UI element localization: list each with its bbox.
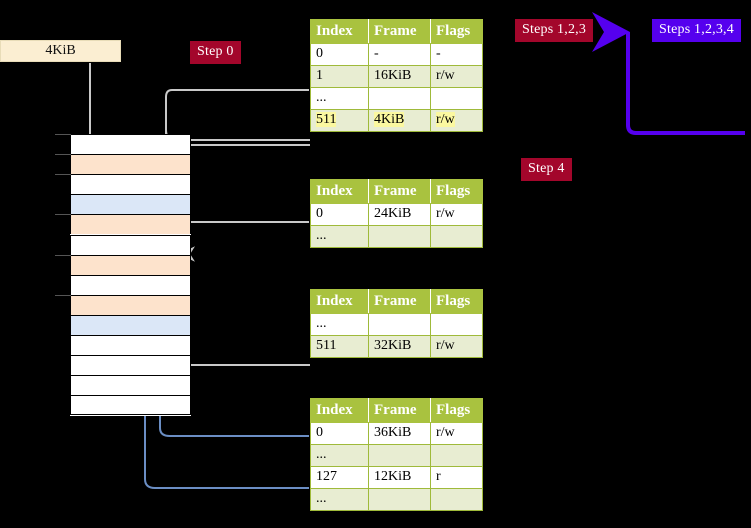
cell-index: 1 xyxy=(310,65,369,88)
cell-frame xyxy=(368,87,431,110)
frame-size-box: 4KiB xyxy=(0,40,121,62)
cell-frame: 32KiB xyxy=(368,335,431,358)
cell-index: ... xyxy=(310,225,369,248)
cell-flags xyxy=(430,488,483,511)
cell-frame xyxy=(368,444,431,467)
badge-step-0: Step 0 xyxy=(190,41,241,64)
memory-tick-mark xyxy=(55,174,71,176)
table-row: ... xyxy=(310,488,483,511)
memory-frame-orange xyxy=(70,254,191,275)
cell-frame: 36KiB xyxy=(368,422,431,445)
memory-frame-orange xyxy=(70,294,191,315)
memory-tick-mark xyxy=(55,254,71,256)
cell-index: 511 xyxy=(310,109,369,132)
column-header-index: Index xyxy=(310,289,369,314)
memory-frame-white xyxy=(70,355,191,376)
badge-step-4: Step 4 xyxy=(521,158,572,181)
memory-frame-white xyxy=(70,134,191,155)
cell-flags: - xyxy=(430,43,483,66)
memory-frame-orange xyxy=(70,154,191,175)
cell-frame: 24KiB xyxy=(368,203,431,226)
column-header-frame: Frame xyxy=(368,179,431,204)
column-header-flags: Flags xyxy=(430,398,483,423)
column-header-flags: Flags xyxy=(430,179,483,204)
cell-flags xyxy=(430,313,483,336)
table-row: ... xyxy=(310,313,483,336)
cell-index: ... xyxy=(310,313,369,336)
column-header-index: Index xyxy=(310,19,369,44)
physical-memory-column xyxy=(55,134,191,416)
column-header-frame: Frame xyxy=(368,289,431,314)
column-header-index: Index xyxy=(310,179,369,204)
cell-index: 127 xyxy=(310,466,369,489)
memory-frame-white xyxy=(70,174,191,195)
cell-flags: r/w xyxy=(430,335,483,358)
cell-frame: - xyxy=(368,43,431,66)
memory-frame-white xyxy=(70,234,191,255)
memory-frame-orange xyxy=(70,214,191,235)
cell-frame xyxy=(368,225,431,248)
memory-tick-mark xyxy=(55,134,71,135)
cell-flags: r/w xyxy=(430,65,483,88)
cell-index: 511 xyxy=(310,335,369,358)
table-row: ... xyxy=(310,444,483,467)
cell-flags: r/w xyxy=(430,109,483,132)
badge-steps-1234: Steps 1,2,3,4 xyxy=(652,19,741,42)
cell-index: ... xyxy=(310,444,369,467)
cell-flags xyxy=(430,444,483,467)
column-header-frame: Frame xyxy=(368,398,431,423)
column-header-flags: Flags xyxy=(430,289,483,314)
memory-tick-mark xyxy=(55,154,71,156)
cell-frame xyxy=(368,313,431,336)
memory-frame-white xyxy=(70,375,191,396)
cell-index: 0 xyxy=(310,43,369,66)
cell-frame: 12KiB xyxy=(368,466,431,489)
memory-tick-mark xyxy=(55,214,71,216)
cell-index: ... xyxy=(310,488,369,511)
column-header-frame: Frame xyxy=(368,19,431,44)
cell-frame xyxy=(368,488,431,511)
column-header-flags: Flags xyxy=(430,19,483,44)
cell-index: ... xyxy=(310,87,369,110)
cell-frame: 4KiB xyxy=(368,109,431,132)
memory-frame-blue xyxy=(70,194,191,215)
cell-frame: 16KiB xyxy=(368,65,431,88)
table-row: ... xyxy=(310,225,483,248)
cell-flags: r/w xyxy=(430,422,483,445)
memory-frame-blue xyxy=(70,314,191,335)
table-row: ... xyxy=(310,87,483,110)
cell-flags: r xyxy=(430,466,483,489)
cell-index: 0 xyxy=(310,422,369,445)
cell-index: 0 xyxy=(310,203,369,226)
column-header-index: Index xyxy=(310,398,369,423)
cell-flags xyxy=(430,87,483,110)
cell-flags xyxy=(430,225,483,248)
memory-frame-white xyxy=(70,395,191,416)
cell-flags: r/w xyxy=(430,203,483,226)
memory-frame-white xyxy=(70,274,191,295)
memory-frame-white xyxy=(70,335,191,356)
memory-tick-mark xyxy=(55,294,71,296)
badge-steps-123: Steps 1,2,3 xyxy=(515,19,594,42)
table-row: 0-- xyxy=(310,43,483,66)
